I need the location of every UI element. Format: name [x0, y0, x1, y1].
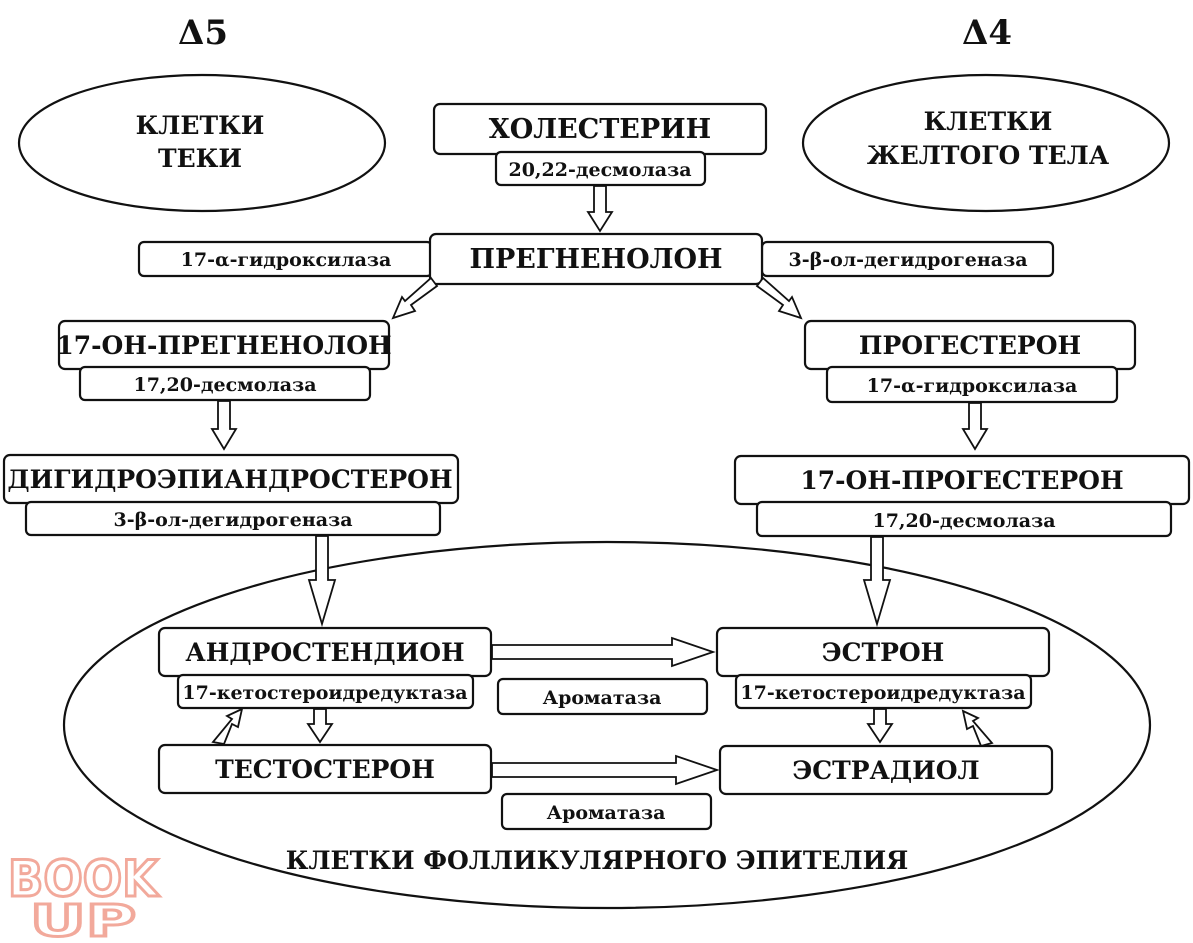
arrow-pregnenolone-to-17oh-pregnenolone — [391, 276, 439, 320]
dehydrogenase-3b-right-label: 3-β-ол-дегидрогеназа — [788, 249, 1027, 271]
testosterone-box — [157, 743, 493, 795]
ketoreductase-right-box — [734, 673, 1033, 710]
watermark-line2: UP — [30, 896, 136, 943]
progesterone-label: ПРОГЕСТЕРОН — [859, 331, 1081, 360]
androstenedione-label: АНДРОСТЕНДИОН — [185, 638, 464, 667]
17oh-progesterone-label: 17-ОН-ПРОГЕСТЕРОН — [800, 466, 1123, 495]
theca-cells-label-line2: ТЕКИ — [158, 144, 242, 173]
arrow-androstenedione-to-estrone — [491, 636, 716, 668]
desmolase-17-20-right-label: 17,20-десмолаза — [872, 510, 1055, 532]
17oh-pregnenolone-label: 17-ОН-ПРЕГНЕНОЛОН — [56, 331, 391, 360]
arrow-dhea-to-androstenedione — [307, 535, 337, 628]
desmolase-17-20-right-box — [755, 500, 1173, 538]
pregnenolone-box — [428, 232, 764, 286]
hydroxylase-17a-left-label: 17-α-гидроксилаза — [181, 249, 392, 271]
ketoreductase-left-box — [176, 673, 475, 710]
theca-cells-ellipse — [17, 73, 387, 213]
ketoreductase-right-label: 17-кетостероидредуктаза — [740, 682, 1025, 704]
testosterone-label: ТЕСТОСТЕРОН — [215, 755, 435, 784]
cholesterol-label: ХОЛЕСТЕРИН — [489, 114, 711, 145]
desmolase-20-22-box — [494, 150, 707, 187]
arrow-17oh-progesterone-to-estrone — [862, 536, 892, 628]
hydroxylase-17a-right-label: 17-α-гидроксилаза — [867, 375, 1078, 397]
estrone-label: ЭСТРОН — [822, 638, 945, 667]
corpus-luteum-label-line2: ЖЕЛТОГО ТЕЛА — [867, 141, 1110, 170]
corpus-luteum-label-line1: КЛЕТКИ — [924, 107, 1053, 136]
estradiol-box — [718, 744, 1054, 796]
arrow-estrone-to-estradiol — [866, 708, 894, 744]
arrow-androstenedione-to-testosterone — [306, 708, 334, 744]
bookup-watermark-logo: BOOK UP — [7, 849, 162, 943]
desmolase-17-20-left-box — [78, 365, 372, 402]
estradiol-label: ЭСТРАДИОЛ — [792, 756, 979, 785]
aromatase-top-label: Ароматаза — [543, 687, 662, 709]
theca-cells-label-line1: КЛЕТКИ — [136, 111, 265, 140]
corpus-luteum-ellipse — [801, 73, 1171, 213]
arrow-cholesterol-to-pregnenolone — [586, 185, 614, 233]
desmolase-17-20-left-label: 17,20-десмолаза — [133, 374, 316, 396]
dehydrogenase-3b-left-box — [24, 500, 442, 537]
arrow-progesterone-to-17oh-progesterone — [961, 402, 989, 451]
aromatase-bottom-label: Ароматаза — [547, 802, 666, 824]
aromatase-top-box — [496, 677, 709, 716]
ketoreductase-left-label: 17-кетостероидредуктаза — [182, 682, 467, 704]
watermark-line1: BOOK — [8, 850, 160, 908]
arrow-testosterone-to-androstenedione — [211, 707, 244, 746]
aromatase-bottom-box — [500, 792, 713, 831]
dehydrogenase-3b-left-label: 3-β-ол-дегидрогеназа — [113, 509, 352, 531]
delta5-label: Δ5 — [178, 13, 228, 53]
delta4-label: Δ4 — [962, 13, 1012, 53]
hydroxylase-17a-right-box — [825, 365, 1119, 404]
arrow-17oh-pregnenolone-to-dhea — [210, 400, 238, 451]
pregnenolone-label: ПРЕГНЕНОЛОН — [469, 244, 722, 275]
dhea-label: ДИГИДРОЭПИАНДРОСТЕРОН — [7, 465, 452, 494]
arrow-estradiol-to-estrone — [961, 709, 994, 748]
follicular-epithelium-label: КЛЕТКИ ФОЛЛИКУЛЯРНОГО ЭПИТЕЛИЯ — [286, 846, 909, 875]
arrow-testosterone-to-estradiol — [491, 754, 720, 786]
arrow-pregnenolone-to-progesterone — [755, 276, 803, 320]
desmolase-20-22-label: 20,22-десмолаза — [508, 159, 691, 181]
